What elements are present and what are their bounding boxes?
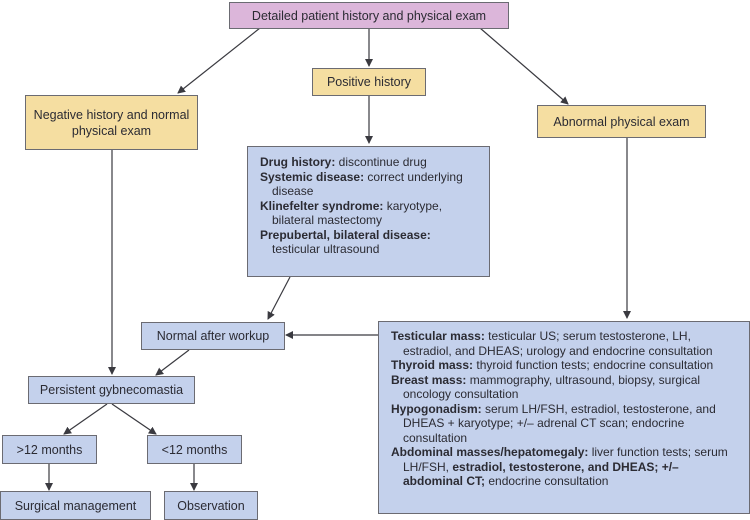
node-label: Abnormal physical exam [553, 114, 690, 129]
detail-klinefelter: Klinefelter syndrome: karyotype, bilater… [260, 198, 443, 228]
node-lt-12-months: <12 months [147, 435, 242, 464]
node-label: Surgical management [14, 498, 137, 513]
node-label: >12 months [16, 442, 83, 457]
arrow-normal-to-persistent [155, 349, 190, 376]
node-observation: Observation [164, 491, 258, 520]
detail-thyroid-mass: Thyroid mass: thyroid function tests; en… [391, 358, 714, 372]
node-label: <12 months [161, 442, 228, 457]
detail-drug-history: Drug history: discontinue drug [260, 155, 427, 169]
arrow-persistent-to-gt12 [63, 403, 108, 435]
node-history-exam: Detailed patient history and physical ex… [229, 2, 509, 29]
node-normal-after-workup: Normal after workup [141, 322, 285, 350]
node-label: Normal after workup [156, 329, 270, 343]
node-gt-12-months: >12 months [2, 435, 97, 464]
node-persistent-gynecomastia: Persistent gybnecomastia [28, 376, 195, 404]
node-abnormal-exam: Abnormal physical exam [537, 105, 706, 138]
node-label: Persistent gybnecomastia [39, 383, 184, 397]
detail-systemic-disease: Systemic disease: correct underlying dis… [260, 169, 463, 199]
detail-prepubertal: Prepubertal, bilateral disease: testicul… [260, 227, 431, 257]
abnormal-exam-details: Testicular mass: testicular US; serum te… [378, 321, 750, 514]
arrow-root-to-negative [177, 27, 261, 94]
node-surgical-management: Surgical management [0, 491, 151, 520]
node-label: Observation [177, 498, 245, 513]
node-label: Negative history and normal physical exa… [33, 107, 190, 138]
node-positive-history: Positive history [312, 68, 426, 96]
node-label: Detailed patient history and physical ex… [251, 8, 487, 23]
positive-history-details: Drug history: discontinue drug Systemic … [247, 146, 490, 277]
detail-hypogonadism: Hypogonadism: serum LH/FSH, estradiol, t… [391, 401, 716, 445]
arrow-details-to-normal [267, 276, 291, 320]
node-negative-history: Negative history and normal physical exa… [25, 95, 198, 150]
detail-abdominal-masses: Abdominal masses/hepatomegaly: liver fun… [391, 445, 728, 488]
arrow-persistent-to-lt12 [111, 403, 157, 435]
detail-breast-mass: Breast mass: mammography, ultrasound, bi… [391, 372, 701, 402]
arrow-root-to-abnormal [479, 27, 569, 105]
node-label: Positive history [326, 75, 412, 89]
detail-testicular-mass: Testicular mass: testicular US; serum te… [391, 329, 713, 358]
